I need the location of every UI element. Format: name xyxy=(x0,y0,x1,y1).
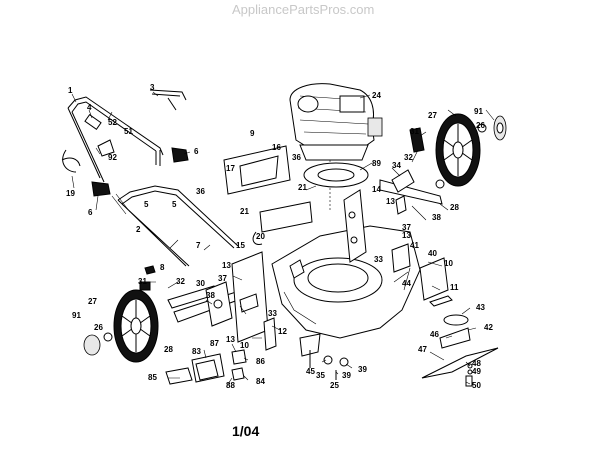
callout-16: 16 xyxy=(272,143,281,152)
callout-17: 17 xyxy=(226,164,235,173)
callout-8: 8 xyxy=(160,263,165,272)
callout-9: 9 xyxy=(250,129,255,138)
callout-91b: 91 xyxy=(72,311,81,320)
callout-5a: 5 xyxy=(144,200,149,209)
callout-46: 46 xyxy=(430,330,439,339)
callout-6b: 6 xyxy=(88,208,93,217)
callout-84: 84 xyxy=(256,377,265,386)
callout-28a: 28 xyxy=(450,203,459,212)
engine xyxy=(289,83,383,210)
callout-26b: 26 xyxy=(94,323,103,332)
callout-21a: 21 xyxy=(298,183,307,192)
callout-52: 52 xyxy=(108,118,117,127)
callout-20: 20 xyxy=(256,232,265,241)
callout-21b: 21 xyxy=(240,207,249,216)
mower-deck xyxy=(271,189,421,357)
callout-45: 45 xyxy=(306,367,315,376)
watermark-text: AppliancePartsPros.com xyxy=(232,2,374,17)
callout-38a: 38 xyxy=(432,213,441,222)
callout-41: 41 xyxy=(410,241,419,250)
callout-34: 34 xyxy=(392,161,401,170)
callout-39a: 39 xyxy=(342,371,351,380)
callout-89: 89 xyxy=(372,159,381,168)
callout-25: 25 xyxy=(330,381,339,390)
callout-83: 83 xyxy=(192,347,201,356)
callout-27a: 27 xyxy=(428,111,437,120)
upper-handle xyxy=(67,89,187,183)
callout-37a: 37 xyxy=(402,223,411,232)
callout-87: 87 xyxy=(210,339,219,348)
lower-handle xyxy=(111,185,239,267)
callout-26a: 26 xyxy=(476,121,485,130)
callout-3: 3 xyxy=(150,83,155,92)
callout-91a: 91 xyxy=(474,107,483,116)
callout-49: 49 xyxy=(472,367,481,376)
callout-11: 11 xyxy=(450,283,459,292)
callout-35: 35 xyxy=(316,371,325,380)
callout-28b: 28 xyxy=(164,345,173,354)
page-footer: 1/04 xyxy=(232,423,259,439)
blade-assembly xyxy=(391,243,499,387)
callout-14: 14 xyxy=(372,185,381,194)
callout-13c: 13 xyxy=(222,261,231,270)
callout-numbers: 1 3 4 52 51 92 19 6 6 2 5 5 36 36 9 17 1… xyxy=(66,83,493,390)
rear-axle-right xyxy=(379,169,445,215)
callout-88: 88 xyxy=(226,381,235,390)
callout-51: 51 xyxy=(124,127,133,136)
callout-47: 47 xyxy=(418,345,427,354)
callout-92: 92 xyxy=(108,153,117,162)
callout-42: 42 xyxy=(484,323,493,332)
callout-32b: 32 xyxy=(176,277,185,286)
callout-38b: 38 xyxy=(206,291,215,300)
rear-flap-assembly xyxy=(223,145,313,245)
front-wheel-left xyxy=(83,289,159,363)
callout-13a: 13 xyxy=(386,197,395,206)
callout-24: 24 xyxy=(372,91,381,100)
callout-31b: 31 xyxy=(138,277,147,286)
callout-31a: 31 xyxy=(410,127,419,136)
callout-10a: 10 xyxy=(444,259,453,268)
callout-12: 12 xyxy=(278,327,287,336)
callout-10b: 10 xyxy=(240,341,249,350)
callout-7: 7 xyxy=(196,241,201,250)
callout-44: 44 xyxy=(402,279,411,288)
callout-39b: 39 xyxy=(358,365,367,374)
handle-knobs xyxy=(61,127,425,291)
callout-4: 4 xyxy=(87,103,92,112)
callout-37b: 37 xyxy=(218,274,227,283)
leader-lines xyxy=(71,91,495,385)
callout-19: 19 xyxy=(66,189,75,198)
callout-32a: 32 xyxy=(404,153,413,162)
callout-40: 40 xyxy=(428,249,437,258)
callout-43: 43 xyxy=(476,303,485,312)
gasket xyxy=(303,162,369,188)
callout-13b: 13 xyxy=(402,231,411,240)
callout-50: 50 xyxy=(472,381,481,390)
callout-48: 48 xyxy=(472,359,481,368)
callout-33a: 33 xyxy=(374,255,383,264)
callout-30: 30 xyxy=(196,279,205,288)
rear-wheel-right xyxy=(435,113,507,187)
callout-36a: 36 xyxy=(196,187,205,196)
callout-15: 15 xyxy=(236,241,245,250)
callout-86: 86 xyxy=(256,357,265,366)
callout-1: 1 xyxy=(68,86,73,95)
callout-85: 85 xyxy=(148,373,157,382)
bottom-left-parts xyxy=(165,349,247,385)
callout-5b: 5 xyxy=(172,200,177,209)
callout-13d: 13 xyxy=(226,335,235,344)
callout-27b: 27 xyxy=(88,297,97,306)
front-axle-left xyxy=(167,251,277,351)
callout-33b: 33 xyxy=(268,309,277,318)
callout-2: 2 xyxy=(136,225,141,234)
callout-36b: 36 xyxy=(292,153,301,162)
callout-6a: 6 xyxy=(194,147,199,156)
